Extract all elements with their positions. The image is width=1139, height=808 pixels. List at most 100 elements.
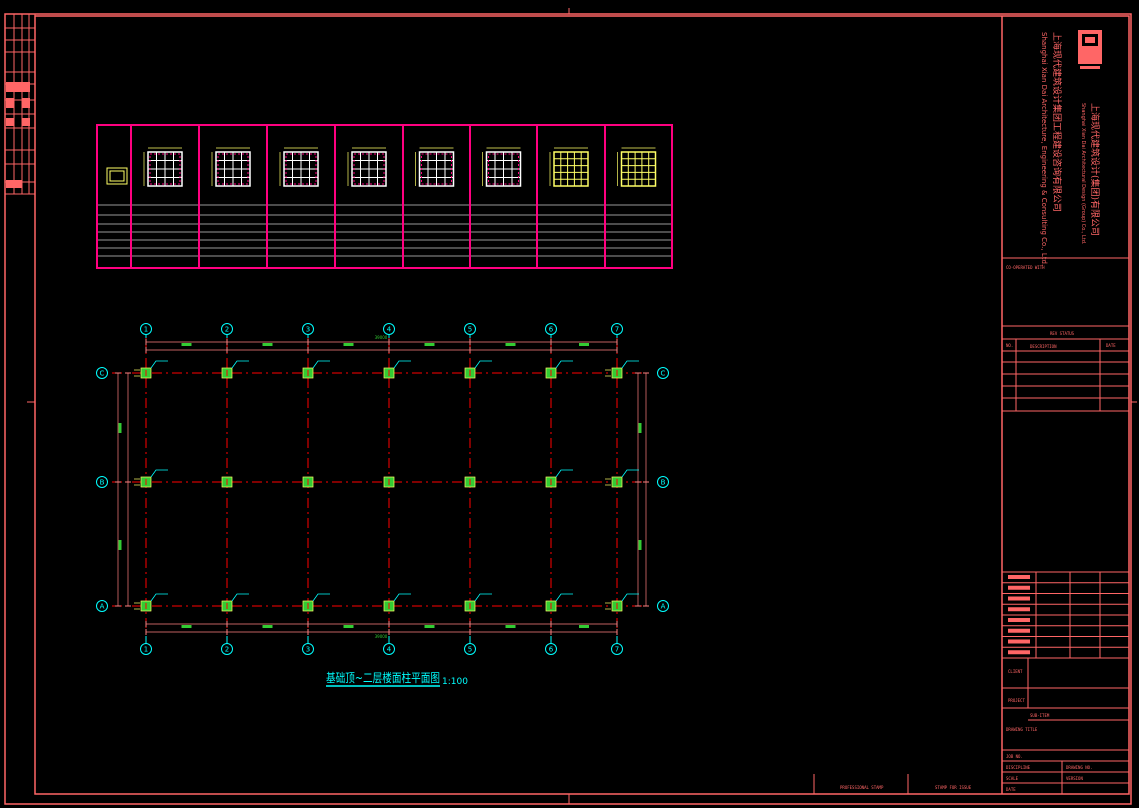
dimension-label xyxy=(505,625,516,628)
column-C3 xyxy=(302,360,330,379)
grid-bubble-label: 3 xyxy=(306,326,310,334)
column-A4 xyxy=(383,593,411,612)
column-section-2 xyxy=(211,147,251,187)
grid-bubble-label: 4 xyxy=(387,326,392,334)
column-section-4 xyxy=(347,147,387,187)
discipline-label: DISCIPLINE xyxy=(1006,765,1031,770)
column-tag-leader xyxy=(555,593,573,602)
company2-name-cn: 上海现代建筑设计集团工程建设咨询有限公司 xyxy=(1051,32,1063,212)
grid-bubble-label: 5 xyxy=(468,646,472,654)
sign-role-label xyxy=(1008,585,1030,590)
plan-title: 基础顶~二层楼面柱平面图 xyxy=(326,670,440,685)
column-section-8 xyxy=(617,147,657,187)
project-label: PROJECT xyxy=(1008,698,1025,703)
grid-bubble-5: 5 xyxy=(464,643,476,655)
stamp-for-issue-label: STAMP FOR ISSUE xyxy=(935,785,972,790)
grid-bubble-label: 3 xyxy=(306,646,310,654)
dimension-label xyxy=(424,343,435,346)
column-tag-leader xyxy=(393,593,411,602)
professional-stamp-label: PROFESSIONAL STAMP xyxy=(840,785,884,790)
grid-bubble-1: 1 xyxy=(140,323,152,335)
grid-bubble-label: 7 xyxy=(615,646,619,654)
version-label: VERSION xyxy=(1066,776,1083,781)
sign-role-label xyxy=(1008,639,1030,644)
grid-bubble-7: 7 xyxy=(611,323,623,335)
grid-bubble-A: A xyxy=(96,600,108,612)
dimension-label xyxy=(262,625,273,628)
grid-bubble-label: A xyxy=(661,603,666,611)
date-label: DATE xyxy=(1006,787,1016,792)
column-tag-leader xyxy=(621,593,639,602)
column-tag-leader xyxy=(231,593,249,602)
total-dimension-top: 39000 xyxy=(375,335,388,340)
grid-bubble-4: 4 xyxy=(383,643,395,655)
co-operated-label: CO-OPERATED WITH xyxy=(1006,265,1045,270)
company-name-cn: 上海现代建筑设计(集团)有限公司 xyxy=(1089,103,1101,236)
stamp-boxes: PROFESSIONAL STAMP STAMP FOR ISSUE xyxy=(813,774,1003,794)
grid-bubble-B: B xyxy=(657,476,669,488)
grid-bubble-2: 2 xyxy=(221,643,233,655)
title-block: 上海现代建筑设计(集团)有限公司 Shanghai Xian Dai Archi… xyxy=(1001,16,1129,794)
column-B1 xyxy=(134,469,168,488)
grid-bubble-1: 1 xyxy=(140,643,152,655)
grid-bubble-label: 4 xyxy=(387,646,392,654)
inner-frame xyxy=(34,15,1130,795)
drawing-no-label: DRAWING NO. xyxy=(1066,765,1093,770)
column-tag-leader xyxy=(150,469,168,478)
dimension-label xyxy=(638,540,642,550)
grid-bubble-label: B xyxy=(100,479,105,487)
column-A2 xyxy=(221,593,249,612)
grid-bubble-label: 5 xyxy=(468,326,472,334)
company2-name-en: Shanghai Xian Dai Architecture, Engineer… xyxy=(1040,32,1048,266)
column-B7 xyxy=(605,469,639,488)
column-B5 xyxy=(464,476,476,488)
schedule-legend-symbol xyxy=(106,167,128,185)
rev-description-label: DESCRIPTION xyxy=(1030,344,1057,349)
sign-role-label xyxy=(1008,618,1030,622)
column-section-7 xyxy=(549,147,589,187)
grid-bubble-A: A xyxy=(657,600,669,612)
column-C6 xyxy=(545,360,573,379)
grid-bubble-label: 6 xyxy=(549,326,554,334)
column-tag-leader xyxy=(474,360,492,369)
company-logo xyxy=(1078,30,1102,69)
column-tag-leader xyxy=(393,360,411,369)
dimension-label xyxy=(181,343,192,346)
column-tag-leader xyxy=(150,593,168,602)
rev-date-label: DATE xyxy=(1106,343,1116,348)
column-tag-leader xyxy=(555,360,573,369)
dimension-label xyxy=(343,625,354,628)
grid-bubble-label: C xyxy=(661,370,666,378)
sign-role-label xyxy=(1008,575,1030,579)
dimension-label xyxy=(579,625,589,628)
sign-role-label xyxy=(1008,628,1030,633)
grid-bubble-5: 5 xyxy=(464,323,476,335)
sub-item-label: SUB-ITEM xyxy=(1030,713,1050,718)
column-tag-leader xyxy=(312,593,330,602)
grid-bubble-3: 3 xyxy=(302,643,314,655)
grid-bubble-3: 3 xyxy=(302,323,314,335)
grid-bubble-label: 2 xyxy=(225,646,229,654)
plan-scale: 1:100 xyxy=(442,677,468,687)
dimension-label xyxy=(118,423,122,433)
column-C2 xyxy=(221,360,249,379)
column-A3 xyxy=(302,593,330,612)
grid-bubble-label: C xyxy=(100,370,105,378)
grid-bubble-label: A xyxy=(100,603,105,611)
grid-bubble-C: C xyxy=(657,367,669,379)
dimension-label xyxy=(505,343,516,346)
dimension-label xyxy=(424,625,435,628)
grid-bubble-label: 2 xyxy=(225,326,229,334)
column-B6 xyxy=(545,469,573,488)
column-C4 xyxy=(383,360,411,379)
dimension-label xyxy=(638,423,642,433)
column-tag-leader xyxy=(555,469,573,478)
column-section-5 xyxy=(415,147,455,187)
column-B3 xyxy=(302,476,314,488)
dimension-label xyxy=(579,343,589,346)
column-section-3 xyxy=(279,147,319,187)
grid-bubble-6: 6 xyxy=(545,643,557,655)
grid-bubble-label: B xyxy=(661,479,666,487)
